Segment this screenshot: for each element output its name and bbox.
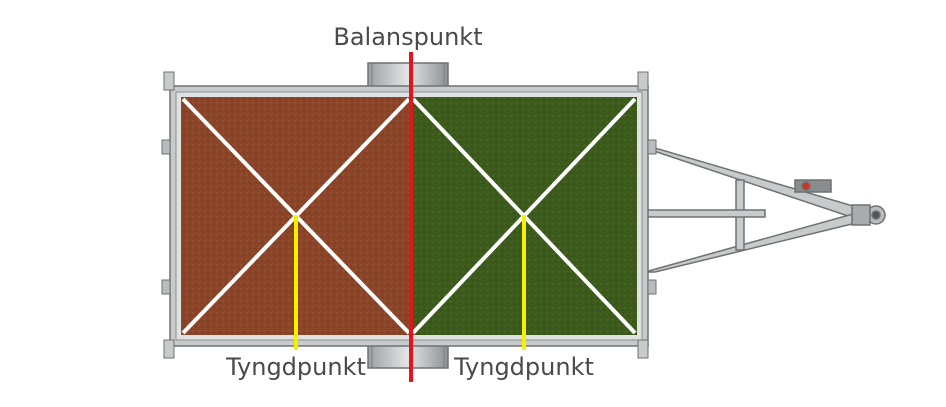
label-balance-point: Balanspunkt bbox=[333, 23, 482, 51]
label-gravity-rear: Tyngdpunkt bbox=[225, 353, 366, 381]
drawbar bbox=[644, 147, 886, 273]
label-gravity-front: Tyngdpunkt bbox=[453, 353, 594, 381]
